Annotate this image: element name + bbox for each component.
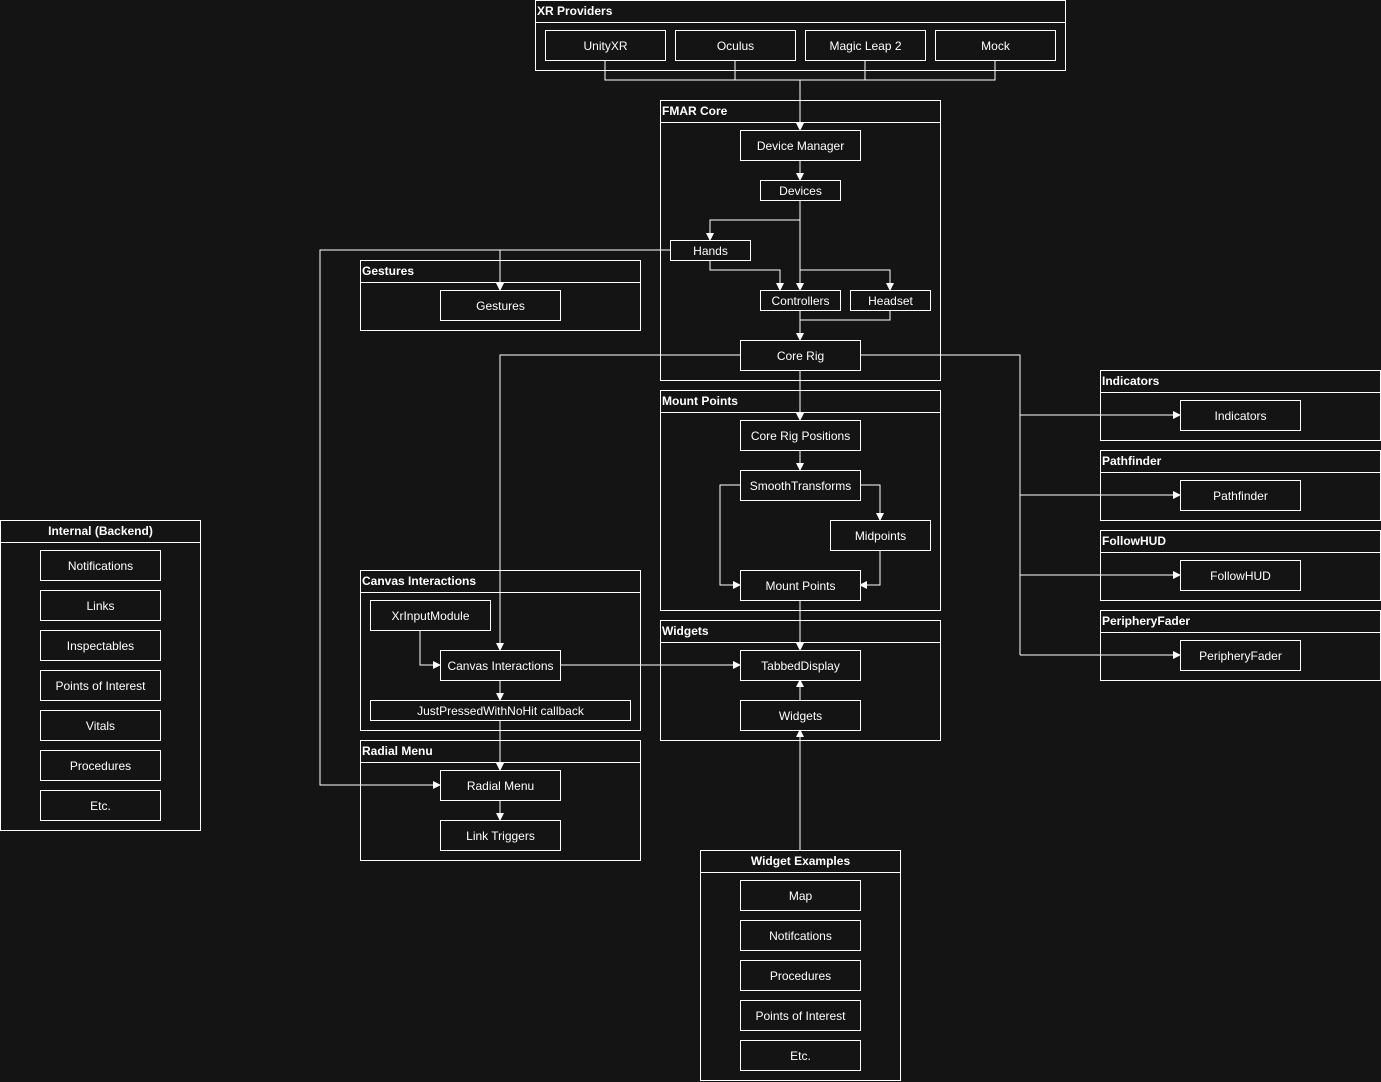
core-rig-node[interactable]: Core Rig [740, 340, 861, 371]
edge-hands-controllers [709, 260, 784, 291]
example-notifications[interactable]: Notifcations [740, 920, 861, 951]
device-manager-node[interactable]: Device Manager [740, 130, 861, 161]
gestures-group: Gestures [360, 260, 641, 331]
group-title: XR Providers [536, 1, 1065, 23]
fmar-core-group: FMAR Core [660, 100, 941, 381]
smooth-transforms-node[interactable]: SmoothTransforms [740, 470, 861, 501]
mount-points-node[interactable]: Mount Points [740, 570, 861, 601]
internal-backend-group: Internal (Backend) [0, 520, 201, 831]
hands-node[interactable]: Hands [670, 240, 751, 261]
group-title: Indicators [1101, 371, 1380, 393]
headset-node[interactable]: Headset [850, 290, 931, 311]
example-map[interactable]: Map [740, 880, 861, 911]
edge-corerig-bus [860, 354, 1021, 655]
widgets-node[interactable]: Widgets [740, 700, 861, 731]
provider-magic-leap-2[interactable]: Magic Leap 2 [805, 30, 926, 61]
gestures-node[interactable]: Gestures [440, 290, 561, 321]
devices-node[interactable]: Devices [760, 180, 841, 201]
provider-mock[interactable]: Mock [935, 30, 1056, 61]
group-title: Radial Menu [361, 741, 640, 763]
canvas-interactions-node[interactable]: Canvas Interactions [440, 650, 561, 681]
provider-unityxr[interactable]: UnityXR [545, 30, 666, 61]
indicators-node[interactable]: Indicators [1180, 400, 1301, 431]
edge-xrinput-canvas [419, 630, 441, 669]
edge-hands-radialmenu [319, 249, 500, 789]
just-pressed-callback-node[interactable]: JustPressedWithNoHit callback [370, 700, 631, 721]
widgets-group: Widgets [660, 620, 941, 741]
example-etc[interactable]: Etc. [740, 1040, 861, 1071]
group-title: Widgets [661, 621, 940, 643]
radial-menu-group: Radial Menu [360, 740, 641, 861]
mount-points-group: Mount Points [660, 390, 941, 611]
group-title: Widget Examples [701, 851, 900, 873]
backend-points-of-interest[interactable]: Points of Interest [40, 670, 161, 701]
midpoints-node[interactable]: Midpoints [830, 520, 931, 551]
pathfinder-group: Pathfinder [1100, 450, 1381, 521]
example-procedures[interactable]: Procedures [740, 960, 861, 991]
backend-inspectables[interactable]: Inspectables [40, 630, 161, 661]
pathfinder-node[interactable]: Pathfinder [1180, 480, 1301, 511]
xr-providers-group: XR Providers [535, 0, 1066, 71]
backend-notifications[interactable]: Notifications [40, 550, 161, 581]
group-title: FMAR Core [661, 101, 940, 123]
controllers-node[interactable]: Controllers [760, 290, 841, 311]
edge-headset-corerig [800, 310, 891, 321]
backend-links[interactable]: Links [40, 590, 161, 621]
indicators-group: Indicators [1100, 370, 1381, 441]
edge-devices-headset [800, 269, 894, 291]
canvas-interactions-group: Canvas Interactions [360, 570, 641, 731]
backend-procedures[interactable]: Procedures [40, 750, 161, 781]
group-title: Mount Points [661, 391, 940, 413]
group-title: Gestures [361, 261, 640, 283]
link-triggers-node[interactable]: Link Triggers [440, 820, 561, 851]
example-points-of-interest[interactable]: Points of Interest [740, 1000, 861, 1031]
backend-etc[interactable]: Etc. [40, 790, 161, 821]
group-title: Internal (Backend) [1, 521, 200, 543]
tabbed-display-node[interactable]: TabbedDisplay [740, 650, 861, 681]
followhud-node[interactable]: FollowHUD [1180, 560, 1301, 591]
core-rig-positions-node[interactable]: Core Rig Positions [740, 420, 861, 451]
group-title: PeripheryFader [1101, 611, 1380, 633]
widget-examples-group: Widget Examples [700, 850, 901, 1081]
edge-smooth-midpoints [860, 484, 884, 521]
radial-menu-node[interactable]: Radial Menu [440, 770, 561, 801]
edge-smooth-mountpoints [719, 484, 741, 589]
edge-midpoints-mountpoints [859, 550, 881, 589]
group-title: Pathfinder [1101, 451, 1380, 473]
group-title: Canvas Interactions [361, 571, 640, 593]
group-title: FollowHUD [1101, 531, 1380, 553]
edge-devices-hands [706, 200, 801, 241]
xr-input-module-node[interactable]: XrInputModule [370, 600, 491, 631]
provider-oculus[interactable]: Oculus [675, 30, 796, 61]
backend-vitals[interactable]: Vitals [40, 710, 161, 741]
periphery-fader-node[interactable]: PeripheryFader [1180, 640, 1301, 671]
